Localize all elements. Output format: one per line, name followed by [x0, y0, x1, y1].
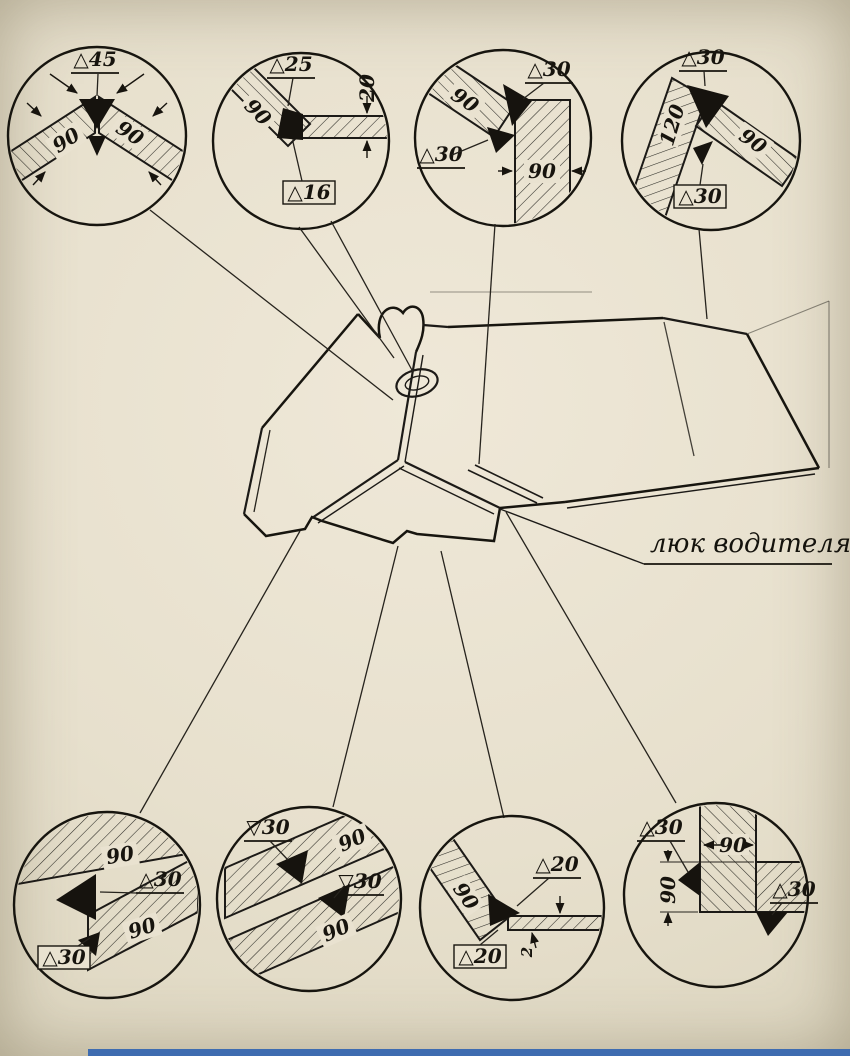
leader-line	[505, 511, 677, 804]
weld-size-label: △20	[535, 852, 578, 876]
dimension-arrow	[530, 931, 539, 949]
height-label: 90	[656, 876, 680, 904]
weld-fill	[503, 84, 532, 126]
weld-fill	[56, 874, 96, 920]
weld-size-label: ▽30	[338, 869, 381, 893]
leader-line	[332, 545, 399, 808]
scan-edge-artifact	[88, 1049, 850, 1056]
weld-size-label: △30	[419, 142, 462, 166]
weld-fill	[687, 85, 729, 128]
plate-cross-section	[98, 95, 184, 206]
detail-lens-outline	[620, 50, 802, 232]
side-plate-edge	[745, 333, 821, 469]
leader-line	[298, 226, 395, 359]
leader-line	[478, 223, 496, 465]
weld-fill	[693, 141, 713, 165]
weld-fill	[756, 912, 788, 936]
label-leader	[292, 141, 303, 182]
weld-size-label: △20	[458, 944, 501, 968]
detail-circle-top-2: △25 20 90 △16	[211, 51, 391, 231]
weld-size-label: △16	[287, 180, 330, 204]
label-leader	[699, 163, 704, 186]
driver-hatch-label: люк водителя	[650, 529, 850, 559]
leader-line	[149, 209, 394, 401]
weld-fill	[318, 884, 350, 918]
hull-drawing	[242, 291, 830, 545]
plate-cross-section	[507, 915, 602, 931]
label-leader	[269, 840, 289, 861]
label-leader	[771, 902, 783, 916]
leader-line	[139, 530, 301, 814]
weld-fill	[88, 136, 106, 156]
upper-right-edge	[447, 316, 664, 329]
weld-fill	[78, 932, 100, 956]
label-leader	[703, 70, 706, 87]
plate-cross-section	[755, 861, 806, 913]
driver-hatch-annotation: люк водителя	[499, 508, 850, 565]
plate-cross-section	[224, 809, 399, 920]
detail-leader-lines	[139, 209, 708, 819]
weld-size-label: △30	[42, 945, 85, 969]
weld-size-label: △25	[269, 52, 312, 76]
weld-size-label: ▽30	[246, 815, 289, 839]
weld-fill	[678, 862, 700, 896]
plate-cross-section	[10, 95, 96, 206]
label-leader	[287, 77, 294, 107]
weld-fill	[277, 108, 303, 140]
weld-fill	[79, 99, 115, 129]
detail-circle-bottom-4: 90 90 △30 △30	[622, 801, 818, 989]
label-leader	[333, 885, 345, 899]
thickness-label: 90	[528, 159, 556, 183]
weld-fill	[487, 127, 515, 153]
plate-joint-line	[467, 469, 538, 504]
hatch-opening	[395, 368, 439, 398]
weld-size-label: △30	[678, 184, 721, 208]
label-leader	[96, 73, 99, 97]
leader-line	[698, 228, 708, 320]
detail-circle-top-1: △45 90 90	[6, 45, 188, 227]
plate-cross-section	[624, 76, 708, 228]
label-leader	[77, 937, 91, 947]
weld-size-label: △30	[681, 45, 724, 69]
detail-lens-outline	[12, 810, 202, 1000]
label-leader	[479, 929, 499, 946]
tow-hook-outline	[377, 305, 425, 353]
label-leader	[99, 891, 137, 894]
thickness-label: 2	[518, 947, 536, 958]
angle-label: 90	[104, 841, 136, 869]
detail-lens-outline	[622, 801, 810, 989]
detail-lens-outline	[413, 48, 593, 228]
plate-cross-section	[300, 115, 387, 139]
label-leader	[522, 82, 545, 100]
weld-size-label: △30	[138, 867, 181, 891]
hull-bottom-edge	[243, 507, 502, 545]
detail-circle-bottom-1: 90 △30 90 △30	[12, 810, 202, 1000]
weld-size-label: △30	[772, 877, 815, 901]
detail-circle-top-3: △30 90 △30 90	[413, 48, 593, 228]
label-leader	[451, 139, 489, 156]
label-leader	[516, 877, 550, 907]
detail-circle-bottom-3: 90 △20 2 △20	[418, 814, 606, 1002]
nose-ridge	[396, 351, 418, 461]
hull-bottom-right-edge	[564, 466, 820, 504]
weld-size-label: △30	[527, 57, 570, 81]
detail-lens-outline	[418, 814, 606, 1002]
leader-line	[330, 220, 414, 373]
weld-size-label: △45	[73, 47, 116, 71]
upper-glacis-edge	[261, 313, 359, 429]
detail-lens-outline	[215, 805, 403, 993]
weld-fill	[488, 894, 520, 926]
label-leader	[669, 840, 689, 873]
detail-lens-outline	[6, 45, 188, 227]
weld-size-label: △30	[639, 815, 682, 839]
annotation-leader	[499, 508, 645, 565]
plate-cross-section	[16, 814, 198, 887]
weld-fill	[276, 850, 308, 884]
detail-circle-top-4: △30 120 90 △30	[620, 45, 802, 232]
thickness-label: 90	[719, 833, 747, 857]
leader-line	[440, 550, 505, 819]
dimension-arrows	[26, 73, 168, 186]
detail-circle-bottom-2: ▽30 90 ▽30 90	[215, 805, 403, 993]
